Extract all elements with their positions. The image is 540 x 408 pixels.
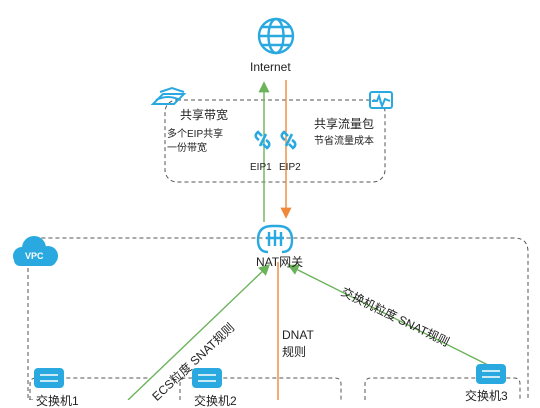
eip2-label: EIP2 bbox=[279, 162, 301, 173]
shared-bandwidth-box bbox=[164, 99, 386, 183]
ecs-snat-arrow-green bbox=[127, 264, 271, 400]
internet-label: Internet bbox=[250, 60, 291, 74]
dnat-rule-label-1: DNAT bbox=[282, 328, 314, 342]
vpc-cloud-icon bbox=[13, 236, 58, 266]
switch1-label: 交换机1 bbox=[36, 394, 79, 408]
subnet-box-middle bbox=[179, 377, 342, 400]
switch3-icon bbox=[476, 364, 506, 384]
shared-bandwidth-title: 共享带宽 bbox=[180, 108, 229, 122]
globe-icon bbox=[257, 17, 295, 55]
vpc-label: VPC bbox=[25, 251, 44, 261]
shared-bandwidth-desc-2: 一份带宽 bbox=[167, 143, 207, 154]
dnat-rule-label-2: 规则 bbox=[282, 345, 307, 359]
switch2-icon bbox=[192, 368, 222, 388]
subnet-box-right bbox=[364, 377, 521, 400]
switch3-label: 交换机3 bbox=[465, 389, 508, 403]
eip1-icon bbox=[254, 130, 271, 150]
traffic-package-icon bbox=[369, 91, 393, 109]
nat-gateway-icon bbox=[256, 224, 294, 254]
switch1-icon bbox=[34, 368, 64, 388]
bandwidth-icon bbox=[150, 86, 187, 105]
eip2-icon bbox=[280, 130, 297, 150]
shared-bandwidth-desc-1: 多个EIP共享 bbox=[167, 129, 224, 140]
eip1-label: EIP1 bbox=[250, 162, 272, 173]
nat-gateway-label: NAT网关 bbox=[256, 255, 304, 269]
shared-traffic-title: 共享流量包 bbox=[314, 117, 375, 131]
shared-traffic-desc: 节省流量成本 bbox=[314, 136, 374, 147]
subnet-box-left bbox=[29, 377, 150, 400]
switch-snat-arrow-green bbox=[287, 264, 499, 371]
switch2-label: 交换机2 bbox=[194, 394, 237, 408]
